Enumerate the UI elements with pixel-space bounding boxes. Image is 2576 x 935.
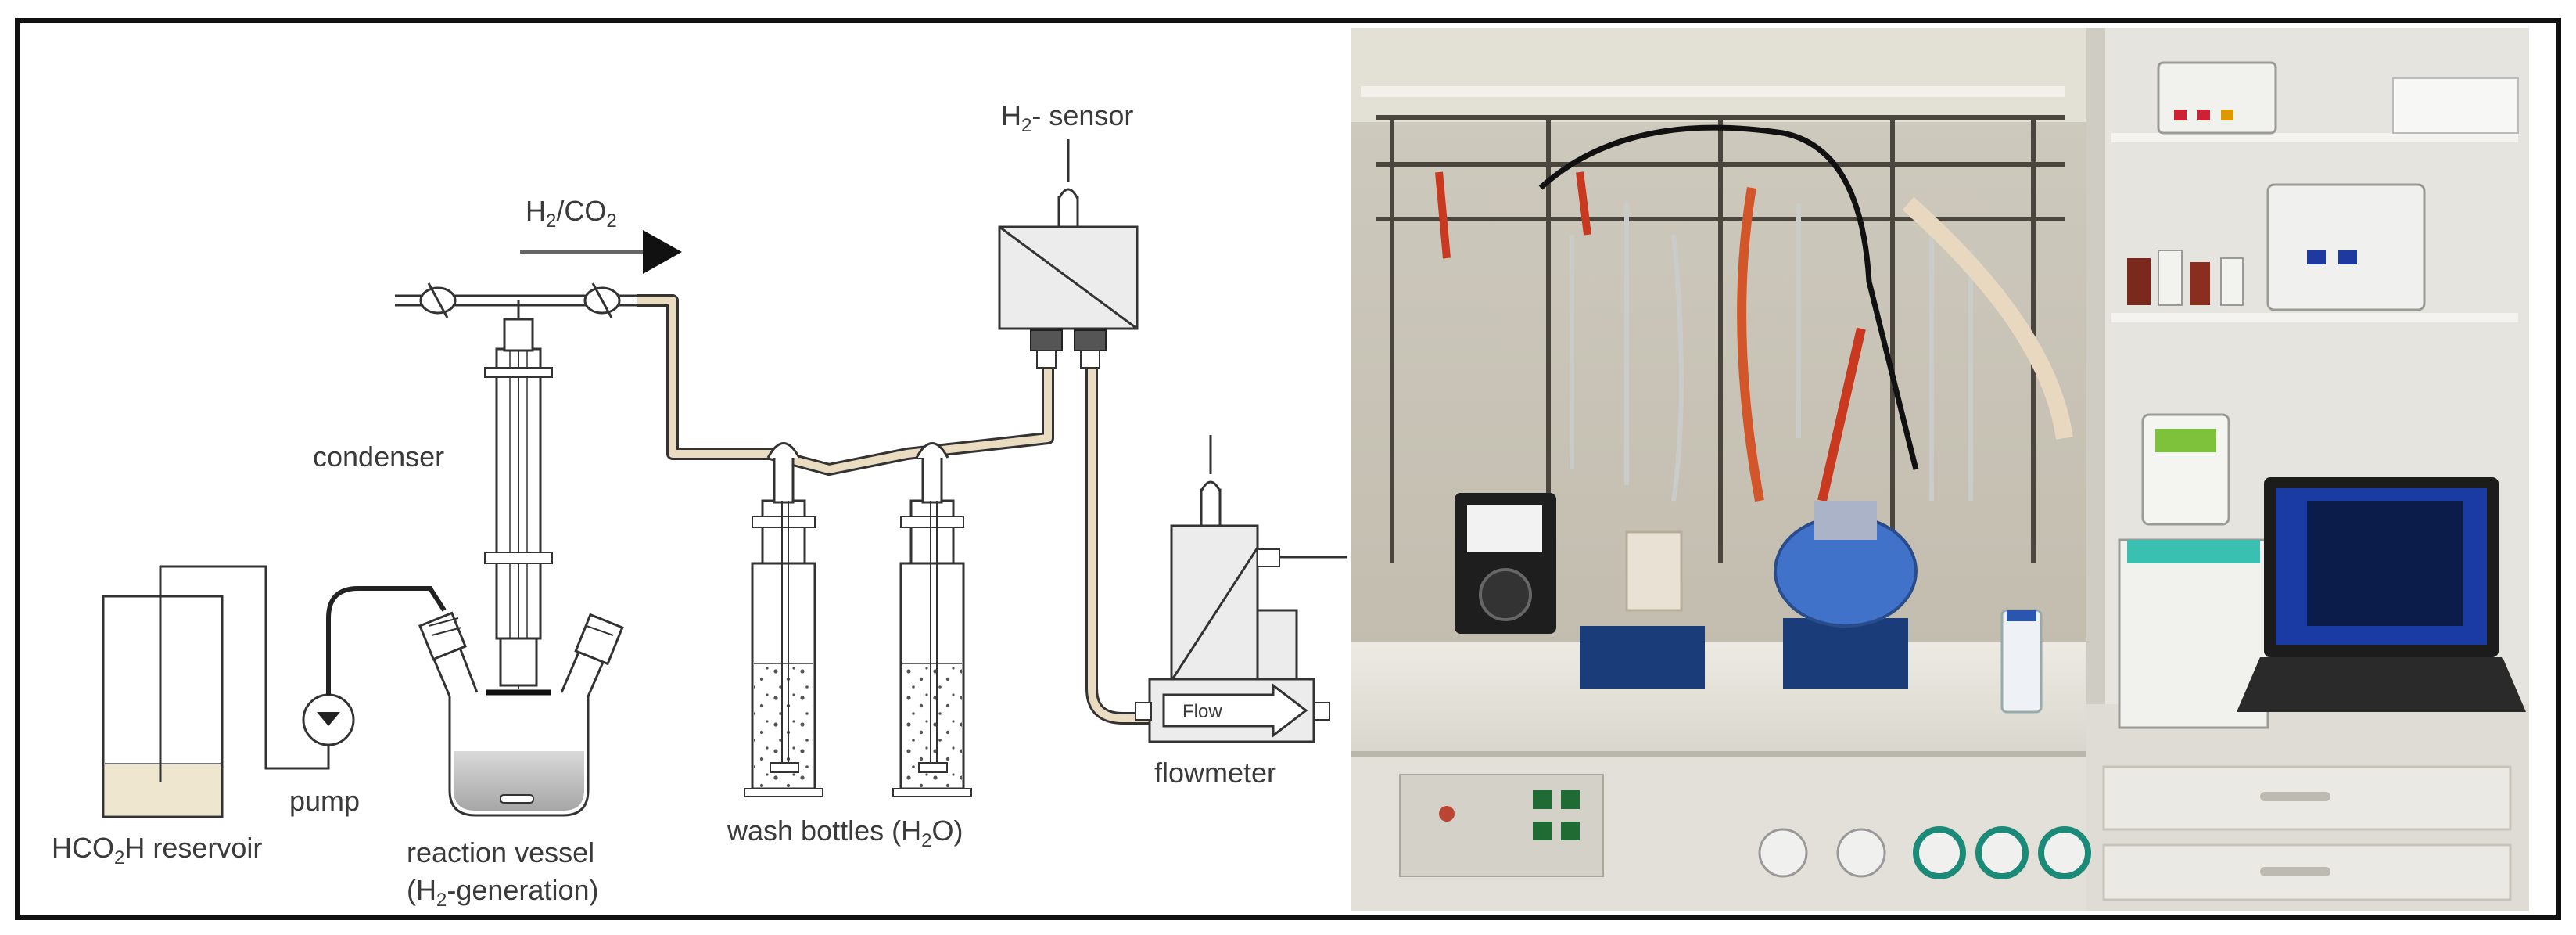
gas-flow-arrow bbox=[520, 230, 682, 274]
flowmeter-label: flowmeter bbox=[1154, 757, 1276, 789]
condenser-label: condenser bbox=[313, 441, 444, 473]
h2-co2-label: H2/CO2 bbox=[526, 195, 617, 232]
lab-photo-panel bbox=[1351, 28, 2529, 911]
thermostat-unit bbox=[2118, 538, 2269, 729]
black-tubing bbox=[1538, 124, 1919, 470]
reservoir-label: HCO2H reservoir bbox=[52, 832, 262, 868]
pump bbox=[302, 693, 355, 746]
beige-tubing bbox=[1902, 196, 2073, 440]
orange-tubing bbox=[1737, 187, 1764, 502]
h2-sensor-label: H2- sensor bbox=[1001, 99, 1133, 136]
condenser bbox=[484, 300, 553, 689]
flowmeter: Flow bbox=[1135, 435, 1347, 743]
reaction-vessel-label: reaction vessel bbox=[407, 836, 594, 868]
pump-to-vessel-tube bbox=[326, 586, 447, 695]
h2-sensor bbox=[998, 139, 1139, 369]
support-lattice bbox=[1376, 115, 2065, 563]
laptop bbox=[2237, 477, 2526, 712]
formic-acid-reservoir bbox=[102, 566, 224, 818]
reaction-vessel bbox=[418, 611, 624, 817]
wash-bottles-label: wash bottles (H2O) bbox=[727, 815, 963, 851]
pump-label: pump bbox=[289, 785, 360, 817]
reservoir-liquid bbox=[105, 764, 221, 815]
gas-outlet-tee bbox=[395, 282, 641, 318]
wash-bottle-2 bbox=[892, 442, 972, 797]
flow-box-label: Flow bbox=[1182, 701, 1222, 722]
reaction-vessel-sublabel: (H2-generation) bbox=[407, 874, 598, 911]
feed-tube bbox=[160, 565, 330, 770]
wash-bottle-1 bbox=[744, 442, 823, 797]
glassware bbox=[1570, 203, 1973, 502]
lab-bench bbox=[1351, 642, 2086, 759]
schematic-panel: Flow H2- sensor H2/CO2 condenser pump HC… bbox=[52, 99, 1347, 911]
